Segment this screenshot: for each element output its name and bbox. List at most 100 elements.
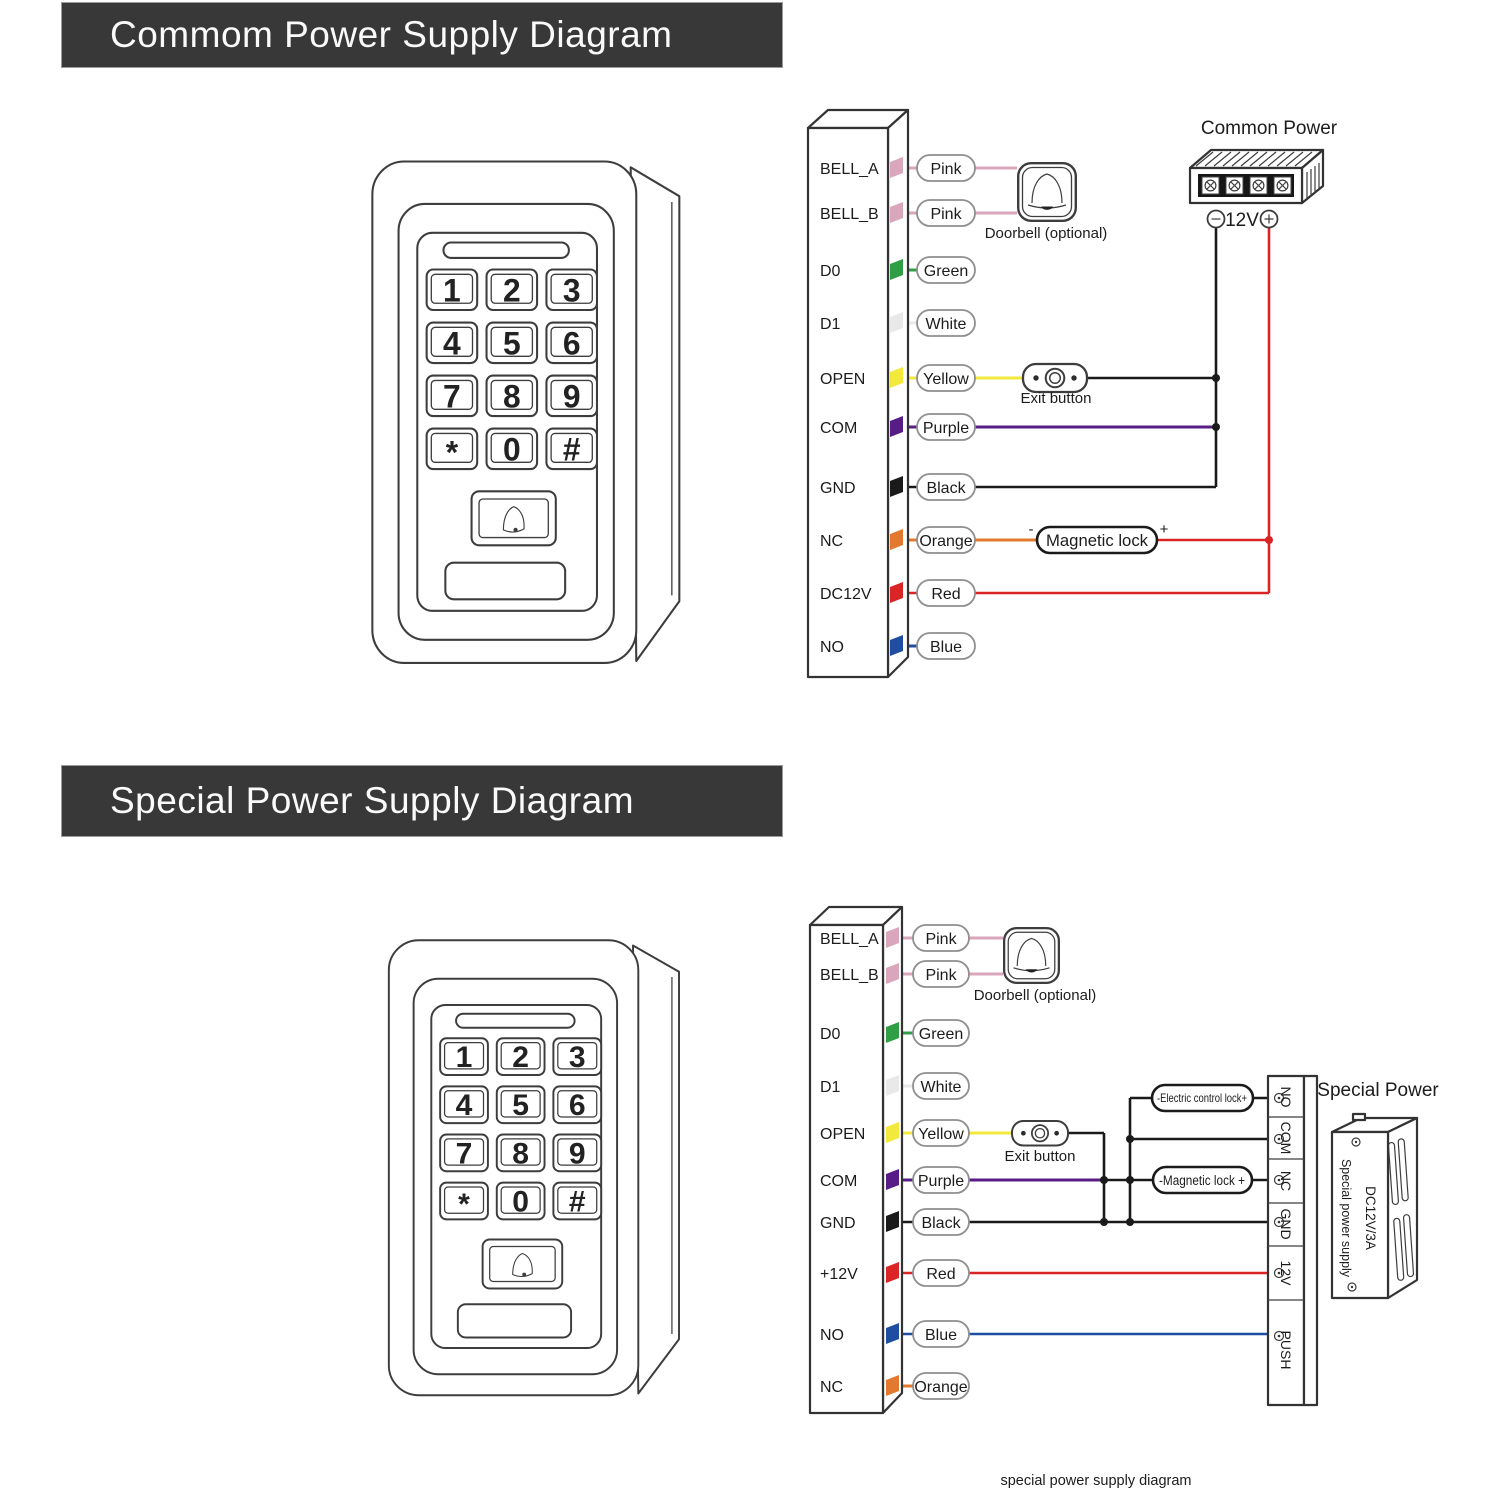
terminal-block-front-face	[806, 126, 890, 679]
wire-color-label: Pink	[925, 931, 957, 948]
maglock-capsule	[1035, 525, 1159, 555]
junction-dot	[1212, 374, 1220, 382]
junction-dot	[1126, 1135, 1134, 1143]
strip-terminal-push: PUSH	[1278, 1331, 1294, 1370]
wire-color-chip	[886, 1375, 899, 1396]
wire-color-chip	[890, 202, 903, 223]
key-1: 1	[456, 1041, 473, 1074]
maglock-minus-sign: -	[1029, 521, 1034, 538]
maglock-capsule	[1151, 1165, 1254, 1195]
wire-color-capsule	[916, 413, 976, 441]
special-wiring-diagram: BELL_A Pink BELL_B Pink D0 Green D1	[808, 905, 1439, 1489]
strip-terminal-com: COM	[1278, 1122, 1294, 1155]
key-2: 2	[503, 272, 521, 309]
wire-color-label: Yellow	[918, 1126, 964, 1143]
terminal-row-gnd: GND Black	[820, 473, 976, 501]
terminal-name: GND	[820, 480, 856, 497]
wire-color-label: Green	[919, 1026, 963, 1043]
header-common-power-title: Commom Power Supply Diagram	[110, 14, 673, 55]
key-6: 6	[569, 1089, 586, 1122]
wire-color-label: Pink	[930, 206, 962, 223]
header-special-power-title: Special Power Supply Diagram	[110, 780, 635, 821]
terminal-name: GND	[820, 1215, 856, 1232]
key-star: *	[458, 1188, 470, 1221]
wire-color-label: Purple	[923, 420, 969, 437]
wire-color-label: Orange	[914, 1379, 967, 1396]
terminal-row-d1: D1 White	[820, 309, 976, 337]
terminal-name: NO	[820, 639, 844, 656]
doorbell-label: Doorbell (optional)	[985, 225, 1108, 242]
junction-dot	[1265, 536, 1273, 544]
wire-color-label: Black	[921, 1215, 961, 1232]
keypad-keys: 1 2 3 4 5 6 7 8 9 * 0 #	[425, 268, 599, 470]
terminal-name: DC12V	[820, 586, 872, 603]
terminal-block-front-face	[808, 923, 885, 1415]
diagram-caption: special power supply diagram	[1000, 1473, 1191, 1489]
special-power-supply: Special Power DC12V/3A Special power sup…	[1317, 1080, 1439, 1300]
key-2: 2	[512, 1041, 529, 1074]
keypad-bell-key	[481, 1238, 564, 1290]
terminal-name: OPEN	[820, 371, 865, 388]
wire-color-capsule	[916, 199, 976, 227]
strip-main-column	[1266, 1074, 1306, 1407]
maglock-plus-sign: +	[1160, 521, 1169, 538]
terminal-row-d0: D0 Green	[820, 256, 976, 284]
wire-color-capsule	[912, 1208, 970, 1236]
psu-model: DC12V/3A	[1363, 1186, 1378, 1250]
exit-button-label: Exit button	[1005, 1148, 1076, 1165]
wire-color-capsule	[916, 309, 976, 337]
key-0: 0	[512, 1186, 529, 1219]
key-9: 9	[569, 1138, 586, 1171]
terminal-name: D1	[820, 316, 841, 333]
wire-color-label: Pink	[925, 967, 957, 984]
junction-dot	[1126, 1218, 1134, 1226]
wire-color-chip	[886, 963, 899, 984]
wire-color-capsule	[912, 1166, 970, 1194]
terminal-row-open: OPEN Yellow	[820, 1119, 970, 1147]
terminal-name: NC	[820, 533, 843, 550]
terminal-row-open: OPEN Yellow	[820, 364, 976, 392]
common-wiring-diagram: BELL_A Pink BELL_B Pink D0 Green D1	[806, 108, 1338, 679]
key-3: 3	[569, 1041, 586, 1074]
terminal-row-no: NO Blue	[820, 632, 976, 660]
psu-side-lines	[1306, 163, 1320, 199]
wire-color-label: Red	[931, 586, 960, 603]
terminal-row-nc: NC Orange	[820, 526, 976, 554]
terminal-name: BELL_A	[820, 931, 879, 948]
wire-color-capsule	[912, 1320, 970, 1348]
maglock-label: -Magnetic lock +	[1159, 1173, 1245, 1188]
exit-button-icon	[1010, 1119, 1070, 1147]
terminal-name: D1	[820, 1079, 841, 1096]
wire-color-label: Black	[926, 480, 966, 497]
wire-color-chip	[886, 1211, 899, 1232]
keypad-bottom-slot	[456, 1303, 573, 1339]
terminal-name: COM	[820, 1173, 857, 1190]
junction-dot	[1212, 423, 1220, 431]
wire-color-label: Blue	[930, 639, 962, 656]
wire-color-chip	[890, 312, 903, 333]
key-8: 8	[512, 1138, 529, 1171]
psu-side-face	[1386, 1116, 1419, 1300]
wire-color-chip	[886, 1075, 899, 1096]
wire-color-capsule	[912, 924, 970, 952]
terminal-name: BELL_A	[820, 161, 879, 178]
psu-front-face	[1330, 1130, 1390, 1300]
key-1: 1	[443, 272, 461, 309]
terminal-row-plus12v: +12V Red	[820, 1259, 970, 1287]
wire-color-label: Blue	[925, 1327, 957, 1344]
key-0: 0	[503, 431, 521, 468]
terminal-row-bell-a: BELL_A Pink	[820, 924, 970, 952]
keypad-led-slot	[442, 241, 570, 259]
doorbell-icon	[1017, 162, 1077, 222]
common-power-title: Common Power	[1201, 118, 1338, 139]
wire-color-label: White	[926, 316, 967, 333]
wire-color-capsule	[916, 579, 976, 607]
wire-color-capsule	[912, 960, 970, 988]
keypad-bell-key	[470, 490, 557, 547]
doorbell-icon	[1003, 927, 1061, 985]
wire-color-capsule	[916, 473, 976, 501]
terminal-row-gnd: GND Black	[820, 1208, 970, 1236]
key-3: 3	[563, 272, 581, 309]
wire-color-capsule	[916, 256, 976, 284]
psu-vent-slots	[1387, 1138, 1415, 1281]
